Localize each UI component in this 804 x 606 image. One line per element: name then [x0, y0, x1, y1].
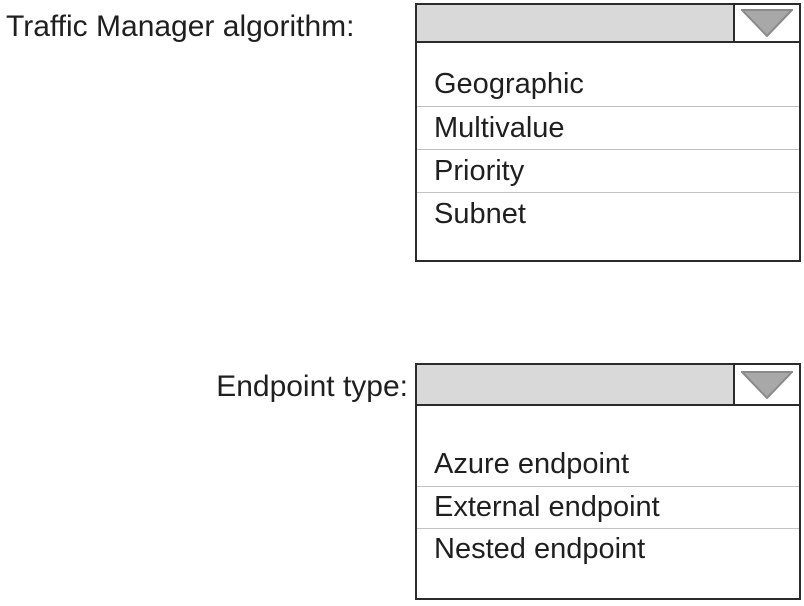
chevron-down-icon: [741, 370, 793, 399]
endpoint-type-dropdown[interactable]: [415, 363, 801, 406]
endpoint-type-selected-value[interactable]: [417, 365, 733, 404]
list-top-spacer: [417, 406, 799, 444]
endpoint-type-dropdown-arrow-button[interactable]: [733, 365, 799, 404]
endpoint-type-options-list: Azure endpoint External endpoint Nested …: [415, 404, 801, 600]
traffic-manager-algorithm-options-list: Geographic Multivalue Priority Subnet: [415, 41, 801, 262]
option-external-endpoint[interactable]: External endpoint: [417, 486, 799, 528]
field-label-traffic-manager-algorithm: Traffic Manager algorithm:: [6, 10, 355, 43]
chevron-down-icon: [741, 9, 793, 37]
option-azure-endpoint[interactable]: Azure endpoint: [417, 444, 799, 486]
option-multivalue[interactable]: Multivalue: [417, 106, 799, 149]
field-label-endpoint-type: Endpoint type:: [216, 370, 408, 403]
traffic-manager-algorithm-dropdown[interactable]: [415, 3, 801, 43]
option-nested-endpoint[interactable]: Nested endpoint: [417, 528, 799, 570]
option-priority[interactable]: Priority: [417, 149, 799, 192]
option-geographic[interactable]: Geographic: [417, 63, 799, 106]
traffic-manager-algorithm-selected-value[interactable]: [417, 5, 733, 41]
option-subnet[interactable]: Subnet: [417, 192, 799, 235]
list-top-spacer: [417, 43, 799, 63]
traffic-manager-algorithm-dropdown-arrow-button[interactable]: [733, 5, 799, 41]
